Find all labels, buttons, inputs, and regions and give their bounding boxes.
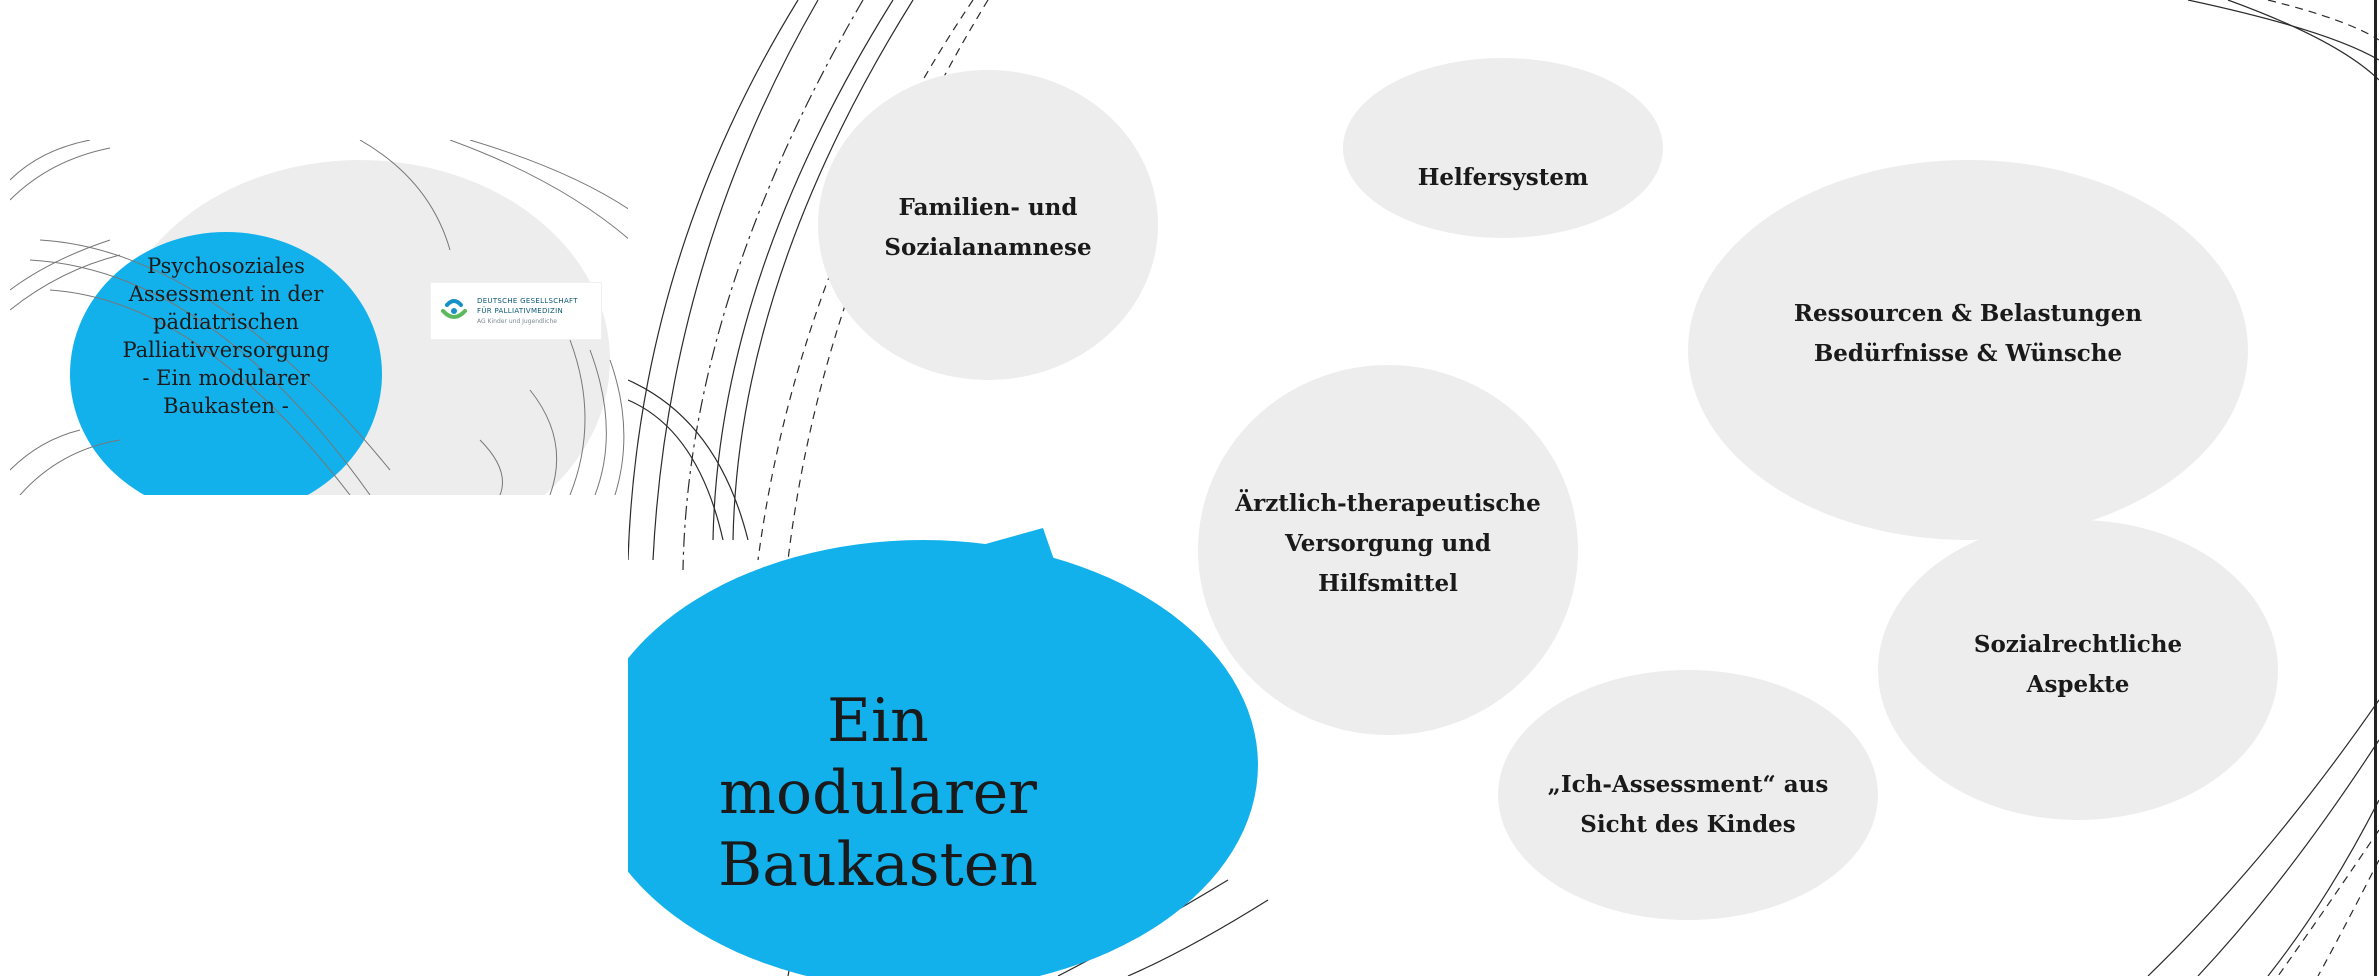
module-label-sozialrecht: Sozialrechtliche Aspekte: [1878, 625, 2278, 705]
main-slide: Familien- und Sozialanamnese Helfersyste…: [628, 0, 2379, 976]
thumbnail-slide[interactable]: Psychosoziales Assessment in der pädiatr…: [10, 140, 630, 495]
module-bubble-ressourcen[interactable]: [1688, 160, 2248, 540]
dgp-logo-mark-icon: [441, 299, 467, 319]
module-label-line: „Ich-Assessment“ aus: [1547, 771, 1829, 798]
title-speech-bubble: [628, 540, 1258, 976]
module-label-ich-assessment: „Ich-Assessment“ aus Sicht des Kindes: [1498, 765, 1878, 845]
module-label-line: Helfersystem: [1417, 164, 1589, 191]
logo-subtitle: AG Kinder und Jugendliche: [477, 318, 557, 325]
module-bubble-aerztlich[interactable]: [1198, 365, 1578, 735]
module-label-line: Familien- und: [898, 194, 1078, 221]
main-title: Ein modularer Baukasten: [668, 685, 1088, 901]
thumbnail-title-line: pädiatrischen: [153, 310, 299, 334]
logo-text-line: FÜR PALLIATIVMEDIZIN: [477, 307, 564, 315]
module-label-line: Sicht des Kindes: [1580, 811, 1796, 838]
module-label-aerztlich: Ärztlich-therapeutische Versorgung und H…: [1198, 484, 1578, 604]
module-bubble-helfersystem[interactable]: [1343, 58, 1663, 238]
module-label-line: Ärztlich-therapeutische: [1235, 490, 1541, 517]
speech-bubble-tail: [928, 528, 1068, 600]
main-title-line: Ein modularer: [719, 686, 1037, 828]
dgp-logo: DEUTSCHE GESELLSCHAFT FÜR PALLIATIVMEDIZ…: [430, 282, 602, 340]
logo-text-line: DEUTSCHE GESELLSCHAFT: [477, 297, 578, 305]
slide-right-border: [2374, 0, 2377, 976]
thumbnail-title-line: Psychosoziales: [147, 254, 305, 278]
thumbnail-title-line: Assessment in der: [128, 282, 324, 306]
module-label-familien: Familien- und Sozialanamnese: [818, 188, 1158, 268]
module-label-line: Aspekte: [2026, 671, 2130, 698]
thumbnail-title-line: - Ein modularer: [142, 366, 310, 390]
thumbnail-title-line: Baukasten -: [163, 394, 289, 418]
thumbnail-decorative-arcs: [10, 140, 630, 495]
module-label-line: Versorgung und: [1284, 530, 1492, 557]
module-bubble-familien[interactable]: [818, 70, 1158, 380]
module-bubble-ich-assessment[interactable]: [1498, 670, 1878, 920]
module-label-helfersystem: Helfersystem: [1343, 158, 1663, 198]
module-label-line: Sozialrechtliche: [1973, 631, 2183, 658]
thumbnail-title-line: Palliativversorgung: [122, 338, 330, 362]
module-label-line: Bedürfnisse & Wünsche: [1813, 340, 2123, 367]
thumbnail-title: Psychosoziales Assessment in der pädiatr…: [70, 252, 382, 420]
module-label-ressourcen: Ressourcen & Belastungen Bedürfnisse & W…: [1688, 294, 2248, 374]
module-bubble-sozialrecht[interactable]: [1878, 520, 2278, 820]
module-label-line: Ressourcen & Belastungen: [1793, 300, 2143, 327]
thumbnail-blue-circle: [70, 232, 382, 495]
module-label-line: Sozialanamnese: [884, 234, 1092, 261]
module-label-line: Hilfsmittel: [1318, 570, 1458, 597]
main-title-line: Baukasten: [718, 830, 1038, 900]
